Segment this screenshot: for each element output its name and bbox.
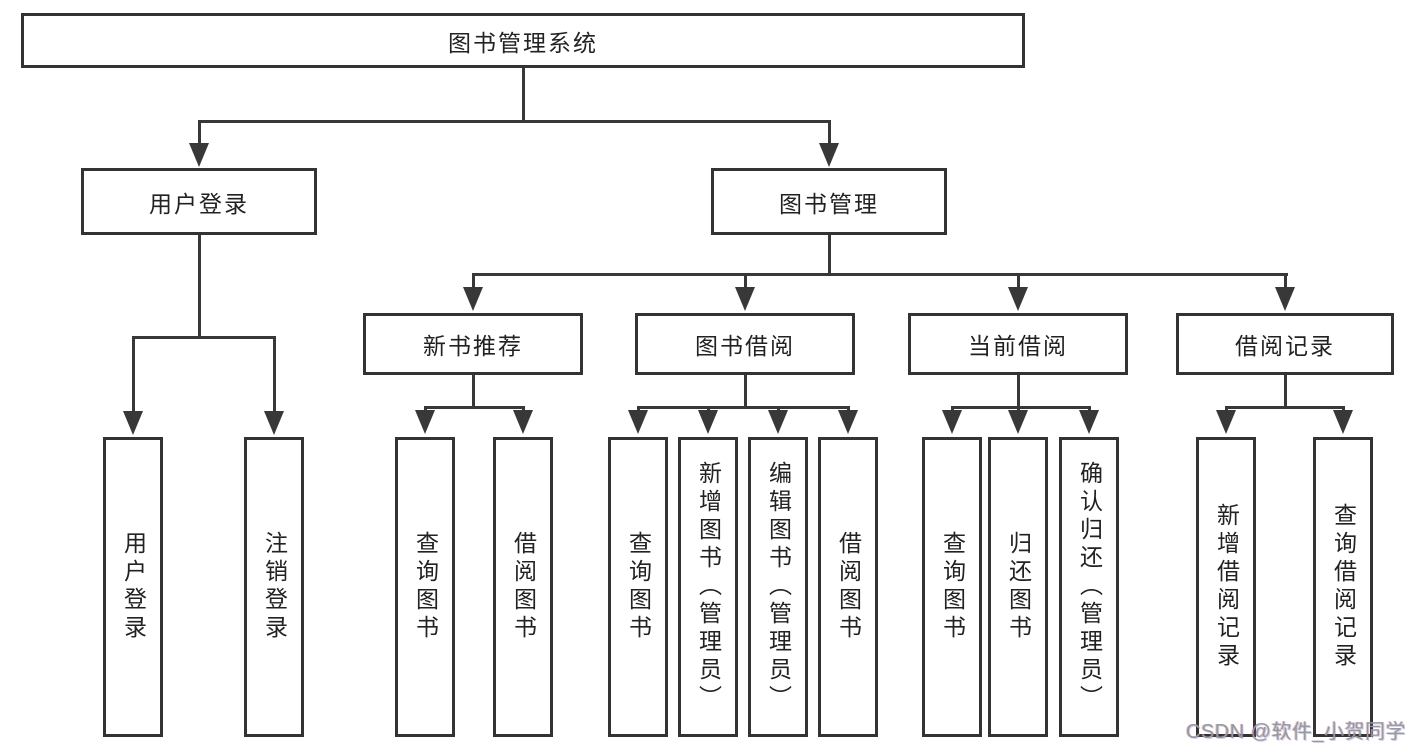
arrow-down-icon — [1079, 410, 1099, 434]
leaf-add-books-admin: 新增图书（管理员） — [678, 437, 738, 737]
node-book-borrowing: 图书借阅 — [635, 313, 855, 375]
leaf-label: 借阅图书 — [510, 531, 537, 643]
connector-drop — [197, 120, 201, 146]
leaf-label: 新增图书（管理员） — [695, 461, 722, 713]
arrow-down-icon — [513, 410, 533, 434]
arrow-down-icon — [1008, 410, 1028, 434]
connector-drop — [131, 336, 135, 414]
node-user-login: 用户登录 — [81, 168, 317, 235]
leaf-label: 用户登录 — [120, 531, 147, 643]
leaf-label: 查询借阅记录 — [1330, 503, 1357, 671]
node-current-borrowing: 当前借阅 — [908, 313, 1128, 375]
connector-bookmgmt-stem — [827, 235, 831, 276]
leaf-label: 归还图书 — [1005, 531, 1032, 643]
node-new-book-recommendation: 新书推荐 — [363, 313, 583, 375]
arrow-down-icon — [628, 410, 648, 434]
leaf-return-books: 归还图书 — [988, 437, 1048, 737]
connector-stem — [1016, 375, 1020, 409]
leaf-label: 查询图书 — [625, 531, 652, 643]
arrow-down-icon — [1275, 287, 1295, 311]
leaf-label: 新增借阅记录 — [1213, 503, 1240, 671]
leaf-label: 确认归还（管理员） — [1076, 461, 1103, 713]
arrow-down-icon — [942, 410, 962, 434]
connector-level1-bus — [197, 120, 831, 123]
arrow-down-icon — [415, 410, 435, 434]
leaf-query-borrow-record: 查询借阅记录 — [1313, 437, 1373, 737]
watermark-text: CSDN @软件_小贺同学 — [1186, 721, 1405, 743]
connector-stem — [1283, 375, 1287, 409]
connector-userlogin-stem — [197, 235, 201, 339]
leaf-user-login: 用户登录 — [103, 437, 163, 737]
leaf-add-borrow-record: 新增借阅记录 — [1196, 437, 1256, 737]
leaf-label: 注销登录 — [261, 531, 288, 643]
connector-drop — [272, 336, 276, 414]
leaf-label: 编辑图书（管理员） — [765, 461, 792, 713]
connector-drop — [471, 273, 475, 289]
connector-group5-bus — [1224, 406, 1345, 409]
connector-group4-bus — [950, 406, 1091, 409]
node-library-management-system: 图书管理系统 — [21, 13, 1025, 68]
arrow-down-icon — [1216, 410, 1236, 434]
connector-group3-bus — [636, 406, 850, 409]
connector-drop — [743, 273, 747, 289]
arrow-down-icon — [189, 143, 209, 167]
leaf-borrow-books: 借阅图书 — [818, 437, 878, 737]
connector-drop — [827, 120, 831, 146]
arrow-down-icon — [264, 411, 284, 435]
leaf-query-books-current: 查询图书 — [922, 437, 982, 737]
arrow-down-icon — [768, 410, 788, 434]
connector-group2-bus — [423, 406, 525, 409]
arrow-down-icon — [819, 143, 839, 167]
leaf-label: 查询图书 — [939, 531, 966, 643]
connector-stem — [471, 375, 475, 409]
node-borrowing-records: 借阅记录 — [1176, 313, 1394, 375]
arrow-down-icon — [123, 411, 143, 435]
connector-group1-bus — [131, 336, 276, 339]
connector-level2-bus — [471, 273, 1288, 276]
leaf-query-books-borrowing: 查询图书 — [608, 437, 668, 737]
leaf-query-books-recommend: 查询图书 — [395, 437, 455, 737]
leaf-confirm-return-admin: 确认归还（管理员） — [1059, 437, 1119, 737]
leaf-label: 查询图书 — [412, 531, 439, 643]
leaf-edit-books-admin: 编辑图书（管理员） — [748, 437, 808, 737]
leaf-borrow-books-recommend: 借阅图书 — [493, 437, 553, 737]
connector-drop — [1016, 273, 1020, 289]
arrow-down-icon — [735, 287, 755, 311]
arrow-down-icon — [838, 410, 858, 434]
arrow-down-icon — [698, 410, 718, 434]
leaf-logout: 注销登录 — [244, 437, 304, 737]
connector-stem — [743, 375, 747, 409]
arrow-down-icon — [1008, 287, 1028, 311]
leaf-label: 借阅图书 — [835, 531, 862, 643]
connector-drop — [1283, 273, 1287, 289]
arrow-down-icon — [1333, 410, 1353, 434]
node-book-management: 图书管理 — [711, 168, 947, 235]
connector-root-stem — [521, 67, 525, 122]
arrow-down-icon — [463, 287, 483, 311]
